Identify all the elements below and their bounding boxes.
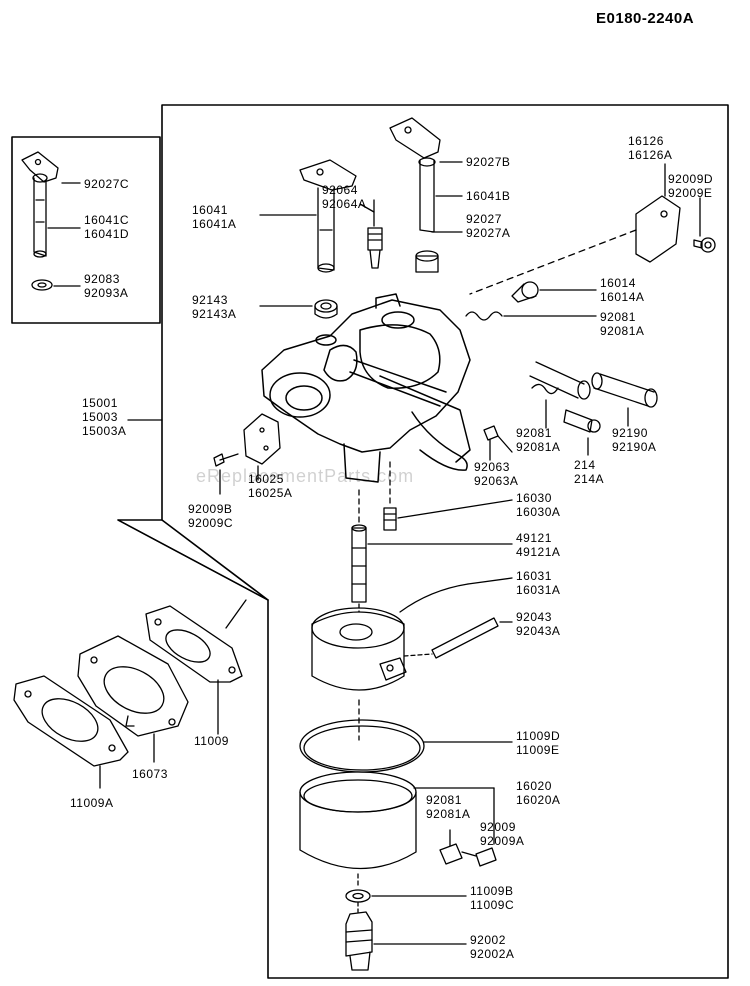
main-jet-drawing (383, 507, 397, 531)
screw-92009b (213, 453, 239, 467)
float-bowl-drawing (299, 771, 417, 870)
inset-shaft-drawing (21, 151, 59, 291)
carburetor-body-drawing (261, 293, 471, 483)
diagram-code: E0180-2240A (596, 10, 695, 27)
hoses-drawing (529, 361, 658, 408)
throttle-shaft-drawing (299, 159, 357, 273)
inset-frame (11, 136, 161, 324)
seal-drawing (314, 299, 338, 319)
intake-gaskets-drawing (13, 605, 243, 767)
label-11009: 11009 (194, 734, 229, 748)
label-11009a: 11009A (70, 796, 114, 810)
spring-upper (465, 311, 503, 321)
choke-shaft-drawing (389, 117, 441, 273)
nozzle-drawing (351, 524, 367, 603)
plate-drawing (243, 413, 281, 465)
pilot-screw-drawing (367, 227, 383, 269)
float-drawing (311, 607, 407, 691)
label-16041b: 16041B (466, 189, 511, 203)
drain-screw-drawing (439, 843, 497, 867)
main-frame-outline (161, 104, 729, 979)
label-92027b: 92027B (466, 155, 511, 169)
washer-drawing (345, 889, 371, 903)
float-pin-drawing (431, 617, 499, 659)
bowl-gasket-drawing (299, 719, 425, 773)
label-92027c: 92027C (84, 177, 130, 191)
screw-92063 (483, 425, 499, 461)
bolt-drawing (345, 911, 373, 971)
choke-plate-drawing (635, 195, 716, 263)
idle-screw-drawing (511, 281, 539, 303)
label-16073: 16073 (132, 767, 168, 781)
mixture-screw-drawing (531, 383, 601, 433)
watermark: eReplacementParts.com (196, 466, 415, 486)
